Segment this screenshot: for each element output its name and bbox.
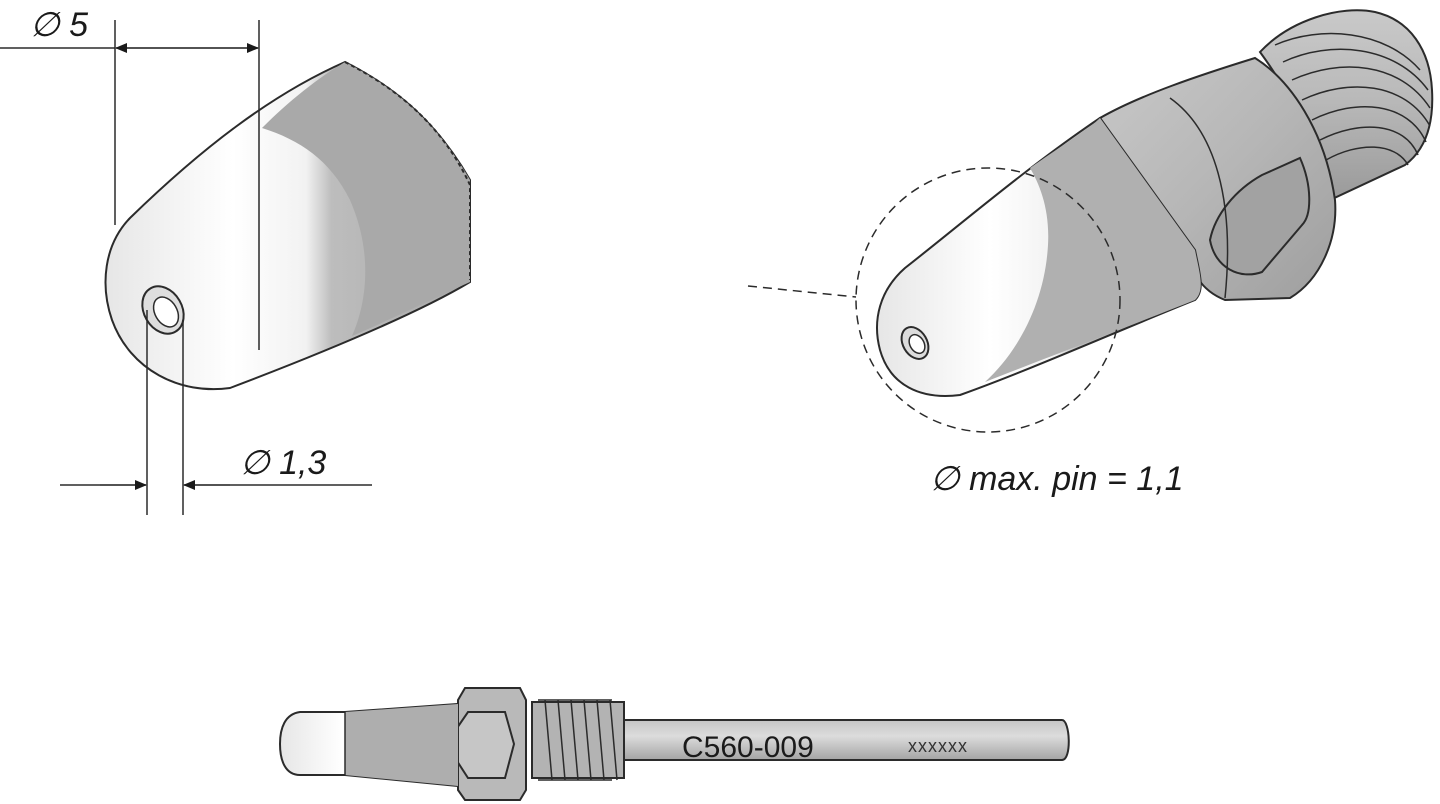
side-view-nozzle: C560-009 xxxxxx — [278, 687, 1070, 801]
dim-5-label: ∅ 5 — [30, 6, 88, 44]
tip-cone-back — [262, 62, 470, 336]
nozzle-bore-inner — [908, 333, 926, 355]
side-shaft — [619, 719, 1070, 761]
serial-mark: xxxxxx — [908, 736, 968, 756]
max-pin-note: ∅ max. pin = 1,1 — [930, 460, 1184, 498]
dim-13-label: ∅ 1,3 — [240, 444, 326, 482]
side-cone-shade — [345, 704, 458, 786]
isometric-nozzle-view: ∅ max. pin = 1,1 — [747, 9, 1434, 498]
detail-circle — [855, 167, 1121, 433]
nozzle-cone-shade — [985, 118, 1201, 382]
detail-leader — [747, 285, 857, 298]
part-number: C560-009 — [682, 731, 814, 764]
enlarged-tip-view: ∅ 5 ∅ 1,3 — [0, 6, 471, 515]
nozzle-hex-flat — [1208, 156, 1311, 276]
side-thread — [531, 699, 625, 781]
tip-bore-inner — [152, 296, 180, 328]
